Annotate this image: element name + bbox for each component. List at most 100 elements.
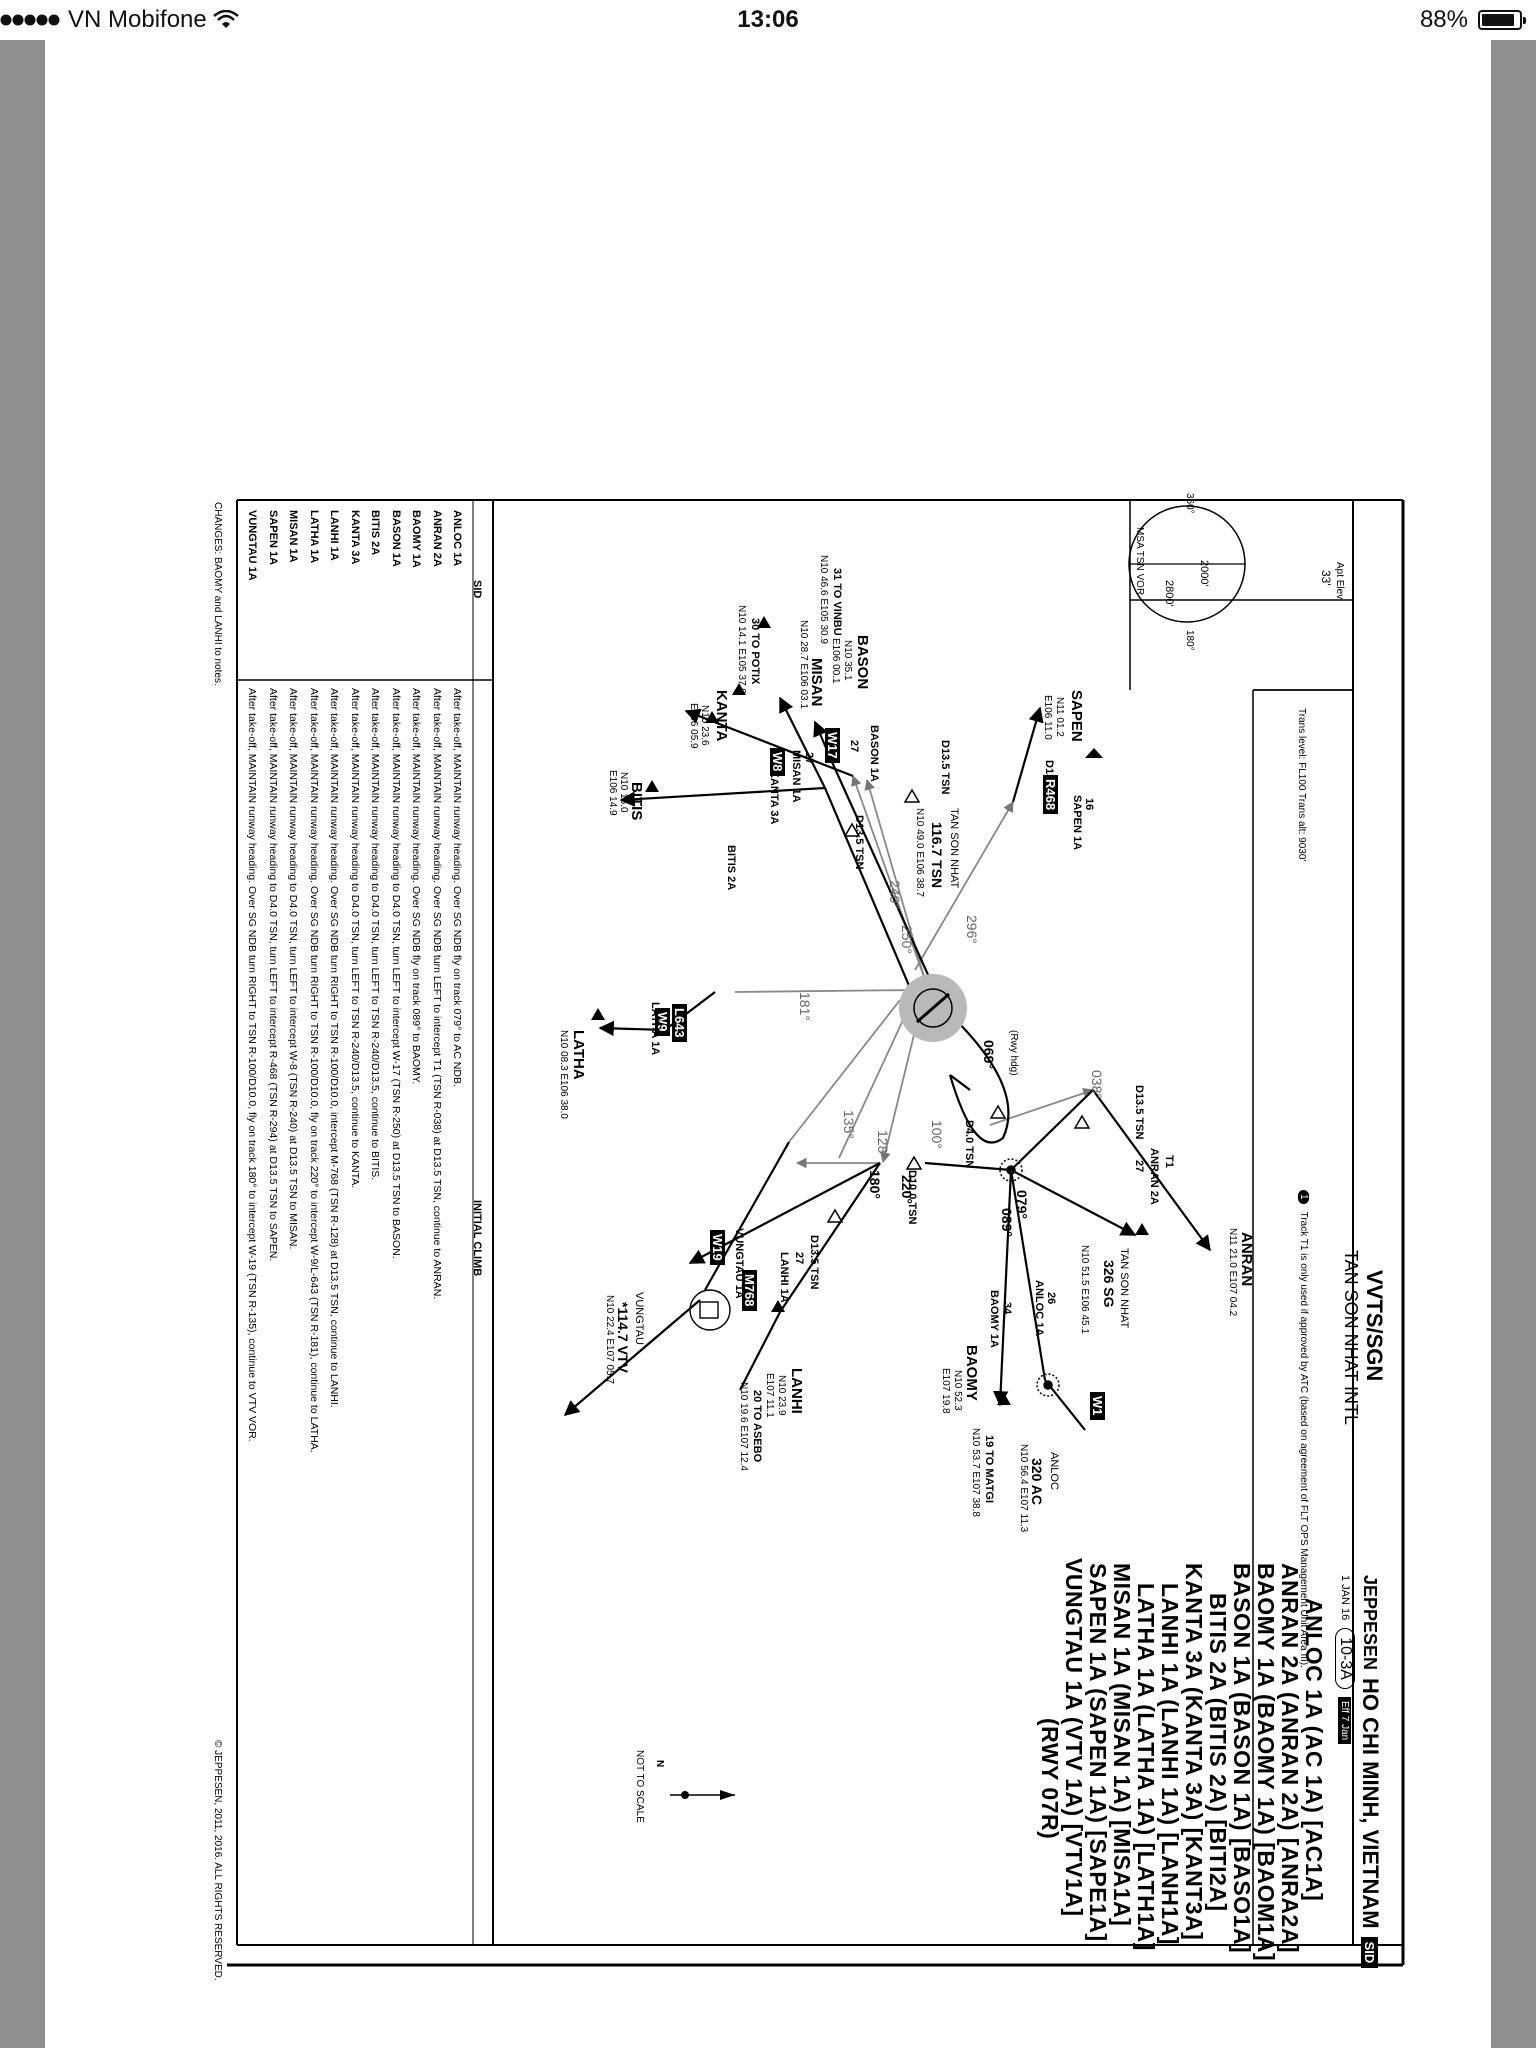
table-header-sid: SID (471, 580, 483, 599)
outbound-vinbu: 31 TO VINBU (831, 568, 843, 636)
chart-header-publisher: JEPPESEN HO CHI MINH, VIETNAM SID (1357, 1575, 1383, 1969)
ndb-symbols (999, 1158, 1060, 1397)
fix-d135-bason: D13.5 TSN (939, 740, 951, 795)
lbl-anran-dist: 27 (1133, 1160, 1145, 1173)
wp-latha: LATHA (570, 1030, 587, 1080)
not-to-scale: NOT TO SCALE (634, 1750, 645, 1823)
outbound-potix: 30 TO POTIX (749, 618, 761, 685)
track-100: 100° (929, 1120, 945, 1149)
nav-sg-coords: N10 51.5 E106 45.1 (1079, 1245, 1090, 1334)
apt-elev-value: 33' (1319, 570, 1333, 586)
wp-latha-c1: N10 08.3 E106 38.0 (558, 1030, 569, 1119)
table-row-sid: BAOMY 1A (410, 510, 422, 568)
nav-vtv-label: VUNGTAU (633, 1292, 645, 1345)
wp-baomy-c1: N10 52.3 (952, 1370, 963, 1411)
runway-heading: 069° (981, 1040, 997, 1069)
table-row-sid: LATHA 1A (307, 510, 320, 564)
trans-level: Trans level: FL100 Trans alt: 9030' (1296, 708, 1307, 862)
wp-bason: BASON (854, 635, 871, 690)
track-181: 181° (797, 992, 813, 1021)
table-row-sid: BITIS 2A (369, 510, 381, 556)
track-038: 038° (1089, 1070, 1105, 1099)
msa-label: MSA TSN VOR (1134, 527, 1145, 596)
fix-d40: D4.0 TSN (963, 1120, 975, 1169)
wp-baomy: BAOMY (963, 1345, 980, 1401)
lbl-lanhi-proc: LANHI 1A (778, 1252, 790, 1303)
table-row-climb: After take-off, MAINTAIN runway heading.… (328, 688, 340, 1408)
nav-ac-label: ANLOC (1048, 1452, 1060, 1490)
route-l643: L643 (672, 1004, 687, 1042)
route-w1: W1 (1090, 1392, 1105, 1420)
document-page[interactable]: ANLOC 1A (AC 1A) [AC1A] ANRAN 2A (ANRAN … (45, 40, 1491, 2048)
route-r468: R468 (1043, 775, 1058, 815)
wp-bason-c1: N10 35.1 (842, 640, 853, 681)
wp-sapen: SAPEN (1068, 690, 1085, 742)
lbl-misan-dist: 27 (803, 752, 815, 765)
msa-alt-top: 2000' (1198, 560, 1210, 587)
procedure-title-12: (RWY 07R) (1037, 1718, 1063, 1840)
msa-bearing-360: 360° (1184, 493, 1195, 514)
procedure-title-9: MISAN 1A (MISAN 1A) [MISA1A] (1109, 1563, 1135, 1927)
chart-header-meta: 1 JAN 16 10-3A Eff 7 Jan (1335, 1575, 1355, 1745)
procedure-title-3: BAOMY 1A (BAOMY 1A) [BAOM1A] (1253, 1563, 1279, 1962)
status-bar: VN Mobifone 13:06 88% (0, 0, 1536, 40)
north-label: N (654, 1760, 665, 1768)
nav-vtv-freq: *114.7 VTV (615, 1302, 631, 1373)
lbl-anran-proc: ANRAN 2A (1148, 1148, 1160, 1205)
track-180: 180° (867, 1170, 883, 1199)
wp-lanhi-c2: E107 11.1 (764, 1373, 775, 1418)
lbl-bason-dist: 27 (848, 740, 860, 753)
track-128: 128° (875, 1130, 891, 1159)
table-row-climb: After take-off, MAINTAIN runway heading … (369, 688, 381, 1181)
lbl-anloc-dist: 26 (1045, 1292, 1057, 1305)
lbl-anloc-proc: ANLOC 1A (1033, 1280, 1045, 1337)
note-text: Track T1 is only used if approved by ATC… (1298, 1211, 1309, 1668)
table-row-sid: MISAN 1A (287, 510, 299, 563)
runway-heading-label: (Rwy hdg) (1008, 1030, 1019, 1076)
track-079: 079° (1014, 1190, 1030, 1219)
table-row-climb: After take-off, MAINTAIN runway heading.… (410, 688, 422, 1085)
wp-baomy-c2: E107 19.8 (940, 1368, 951, 1414)
track-220: 220° (899, 1175, 915, 1204)
battery-level (1482, 14, 1514, 26)
nav-sg-label: TAN SON NHAT (1118, 1248, 1130, 1329)
track-240: 240° (887, 880, 903, 909)
status-right: 88% (1419, 6, 1526, 34)
wp-bitis-c2: E106 14.9 (607, 770, 618, 816)
table-row-climb: After take-off, MAINTAIN runway heading.… (451, 688, 463, 1087)
outbound-matgi: 19 TO MATGI (983, 1435, 995, 1504)
table-row-sid: SAPEN 1A (266, 510, 279, 566)
wp-bason-c2: E106 00.1 (830, 638, 841, 684)
table-row-sid: LANHI 1A (328, 510, 340, 561)
chart-date: 1 JAN 16 (1339, 1575, 1351, 1621)
wifi-icon (212, 10, 239, 28)
fix-d135-lanhi: D13.5 TSN (808, 1235, 820, 1290)
routes-black (563, 696, 1211, 1431)
note-row: 1 Track T1 is only used if approved by A… (1298, 1190, 1309, 1668)
airport-id: VVTS/SGN (1362, 1270, 1387, 1382)
publisher-name: JEPPESEN (1360, 1575, 1381, 1671)
procedure-title-8: LATHA 1A (LATHA 1A) [LATH1A] (1133, 1583, 1159, 1951)
chart-number: 10-3A (1335, 1628, 1355, 1689)
procedure-title-11: VUNGTAU 1A (VTV 1A) [VTV1A] (1061, 1558, 1087, 1917)
lbl-anran-track: T1 (1163, 1155, 1175, 1168)
fix-d135-misan: D13.5 TSN (853, 815, 865, 870)
table-row-climb: After take-off, MAINTAIN runway heading … (287, 688, 299, 1250)
battery-percent: 88% (1419, 6, 1468, 33)
vtv-vor-symbol (689, 1289, 731, 1331)
sid-badge: SID (1361, 1936, 1379, 1969)
changes-note: CHANGES: BAOMY and LANHI to notes. (212, 502, 223, 686)
table-row-climb: After take-off, MAINTAIN runway heading … (348, 688, 361, 1189)
lbl-bason-proc: BASON 1A (868, 725, 880, 782)
lbl-kanta-proc: KANTA 3A (768, 770, 780, 825)
lbl-vungtau-proc: VUNGTAU 1A (733, 1228, 745, 1299)
lbl-sapen-proc: SAPEN 1A (1071, 795, 1083, 851)
msa-bearing-180: 180° (1184, 630, 1195, 651)
battery-icon (1478, 10, 1526, 30)
apt-elev-label: Apt Elev (1334, 562, 1345, 600)
chart-frame (227, 499, 1405, 1967)
wp-bitis: BITIS (628, 782, 645, 821)
carrier-name: VN Mobifone (68, 6, 207, 33)
track-296: 296° (964, 915, 980, 944)
lbl-latha-proc: LATHA 1A (649, 1002, 661, 1056)
